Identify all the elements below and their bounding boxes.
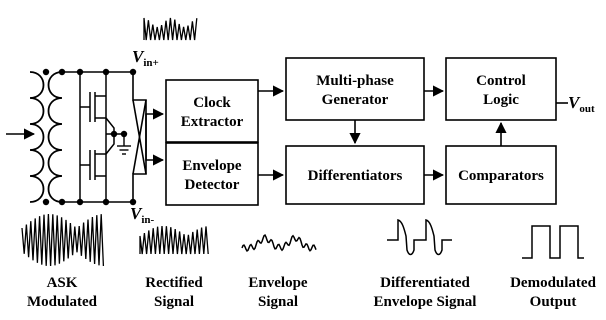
vin-minus-label: Vin- (130, 204, 155, 226)
svg-text:Modulated: Modulated (27, 294, 98, 310)
svg-text:Logic: Logic (483, 92, 519, 108)
svg-text:Output: Output (530, 294, 577, 310)
svg-text:ASK: ASK (47, 275, 78, 291)
secondary-coil (47, 71, 63, 203)
comparators-block: Comparators (445, 145, 557, 205)
multi-phase-generator-block: Multi-phase Generator (285, 57, 425, 121)
control-logic-block: Control Logic (445, 57, 557, 121)
svg-text:Generator: Generator (322, 92, 389, 108)
envelope-signal-waveform (241, 234, 317, 252)
svg-text:Differentiated: Differentiated (380, 275, 470, 291)
caption-differentiated-envelope-signal: Differentiated Envelope Signal (374, 275, 477, 310)
vout-label: Vout (568, 93, 595, 115)
svg-text:Signal: Signal (154, 294, 194, 310)
ask-modulated-waveform (21, 213, 105, 267)
svg-text:Extractor: Extractor (181, 114, 244, 130)
svg-text:Envelope: Envelope (182, 158, 242, 174)
caption-demodulated-output: Demodulated Output (510, 275, 596, 310)
caption-envelope-signal: Envelope Signal (248, 275, 308, 310)
svg-text:Differentiators: Differentiators (308, 168, 403, 184)
envelope-detector-block: Envelope Detector (165, 142, 259, 206)
differentiators-block: Differentiators (285, 145, 425, 205)
caption-rectified-signal: Rectified Signal (145, 275, 203, 310)
svg-text:Clock: Clock (193, 95, 231, 111)
svg-text:Control: Control (476, 73, 526, 89)
rectified-waveform-top (143, 17, 198, 41)
svg-text:Rectified: Rectified (145, 275, 203, 291)
clock-extractor-block: Clock Extractor (165, 79, 259, 143)
svg-text:Envelope Signal: Envelope Signal (374, 294, 477, 310)
junction-dots (42, 68, 137, 206)
rectifier-circuit (79, 72, 124, 202)
rectified-signal-waveform (139, 225, 209, 255)
caption-ask-modulated: ASK Modulated (27, 275, 98, 310)
rail-to-block-wires (132, 72, 165, 202)
svg-text:Comparators: Comparators (458, 168, 544, 184)
svg-text:Detector: Detector (185, 177, 240, 193)
svg-text:Envelope: Envelope (248, 275, 308, 291)
primary-coil (29, 71, 45, 203)
block-connections (258, 85, 568, 181)
differentiated-envelope-waveform (387, 219, 452, 256)
svg-text:Signal: Signal (258, 294, 298, 310)
svg-text:Multi-phase: Multi-phase (316, 73, 394, 89)
vin-plus-label: Vin+ (132, 47, 159, 69)
svg-text:Demodulated: Demodulated (510, 275, 596, 291)
demodulated-output-waveform (522, 225, 584, 259)
